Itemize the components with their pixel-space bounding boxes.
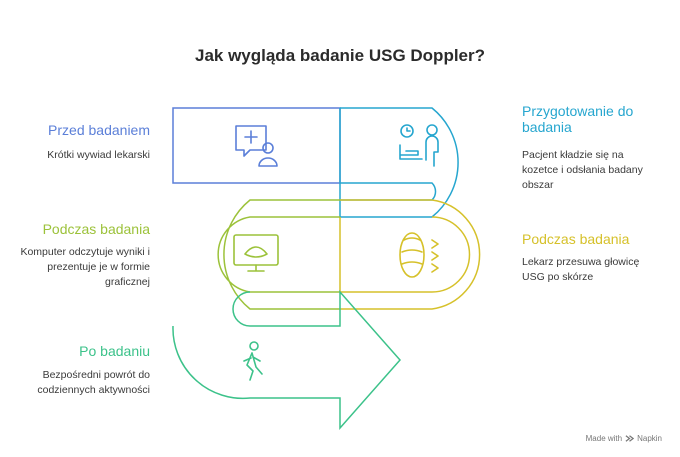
footer-credit: Made with Napkin bbox=[586, 434, 662, 443]
doctor-consultation-icon bbox=[235, 125, 278, 167]
napkin-logo-icon bbox=[625, 435, 635, 442]
stage-3-shape bbox=[339, 199, 481, 310]
stage-2-description: Pacjent kładzie się na kozetce i odsłani… bbox=[522, 149, 643, 191]
patient-bed-clock-icon bbox=[399, 124, 439, 167]
stage-2-title: Przygotowanie do badania bbox=[522, 103, 634, 135]
stage-3-title: Podczas badania bbox=[522, 231, 630, 247]
monitor-ultrasound-icon bbox=[233, 234, 279, 272]
stage-5-shape bbox=[172, 290, 402, 430]
stage-4-shape bbox=[217, 199, 340, 310]
brand-label: Napkin bbox=[637, 434, 662, 443]
stage-5-description: Bezpośredni powrót do codziennych aktywn… bbox=[37, 369, 150, 396]
page-title: Jak wygląda badanie USG Doppler? bbox=[194, 46, 486, 65]
stage-1-title: Przed badaniem bbox=[48, 122, 150, 138]
stage-5-title: Po badaniu bbox=[79, 343, 150, 359]
ultrasound-probe-icon bbox=[399, 232, 439, 278]
made-with-label: Made with bbox=[585, 434, 623, 443]
walking-person-icon bbox=[243, 341, 263, 381]
stage-1-description: Krótki wywiad lekarski bbox=[47, 149, 150, 161]
stage-3-description: Lekarz przesuwa głowicę USG po skórze bbox=[522, 256, 640, 283]
stage-4-title: Podczas badania bbox=[42, 221, 150, 237]
stage-1-shape bbox=[172, 107, 341, 184]
stage-4-description: Komputer odczytuje wyniki i prezentuje j… bbox=[20, 246, 150, 288]
